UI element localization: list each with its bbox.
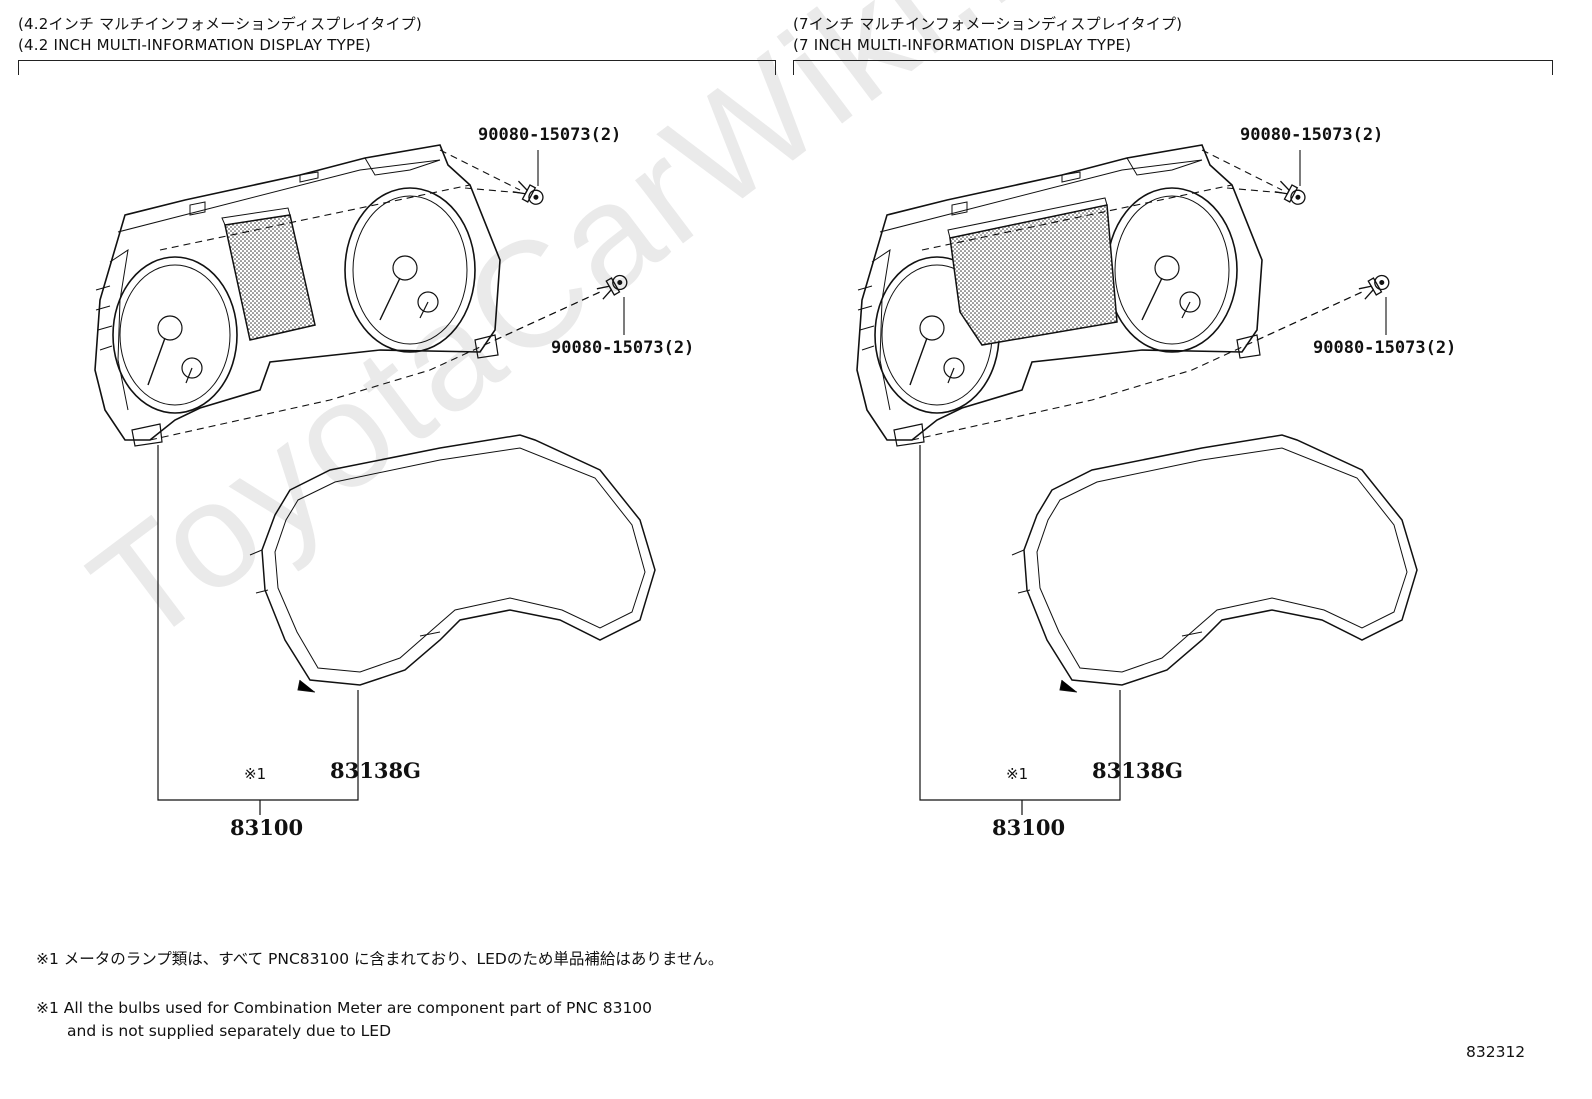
panel-2-lens-part-label: 83138G	[1092, 758, 1183, 783]
panel-2-title-en: (7 INCH MULTI-INFORMATION DISPLAY TYPE)	[793, 36, 1132, 54]
meter-lens-cover-42	[249, 434, 656, 693]
meter-lens-cover-7	[1011, 434, 1418, 693]
panel-2-title-jp: (7インチ マルチインフォメーションディスプレイタイプ)	[793, 15, 1183, 33]
panel-1-bracket	[18, 60, 776, 75]
panel-1-lens-part-label: 83138G	[330, 758, 421, 783]
panel-2-title: (7インチ マルチインフォメーションディスプレイタイプ) (7 INCH MUL…	[793, 14, 1182, 56]
screw-top-7	[1273, 178, 1309, 209]
panel-1-title-jp: (4.2インチ マルチインフォメーションディスプレイタイプ)	[18, 15, 422, 33]
footnote-jp: ※1 メータのランプ類は、すべて PNC83100 に含まれており、LEDのため…	[36, 950, 724, 968]
panel-1-screw-right-label: 90080-15073(2)	[551, 338, 695, 358]
panel-2-bracket	[793, 60, 1553, 75]
screw-right-7	[1357, 271, 1393, 302]
panel-2-screw-top-label: 90080-15073(2)	[1240, 125, 1384, 145]
panel-1-drawing	[94, 144, 656, 815]
panel-1-ref-mark: ※1	[244, 765, 267, 783]
panel-2-screw-right-label: 90080-15073(2)	[1313, 338, 1457, 358]
illustration-id: 832312	[1466, 1043, 1526, 1061]
panel-2-ref-mark: ※1	[1006, 765, 1029, 783]
mid-display-7	[949, 204, 1118, 346]
panel-1-title-en: (4.2 INCH MULTI-INFORMATION DISPLAY TYPE…	[18, 36, 371, 54]
panel-2-drawing	[856, 144, 1418, 815]
screw-right-42	[595, 271, 631, 302]
footnote-en-line1: ※1 All the bulbs used for Combination Me…	[36, 999, 653, 1017]
footnote-en-line2: and is not supplied separately due to LE…	[67, 1022, 392, 1040]
mid-display-42	[224, 214, 316, 341]
panel-1-meter-part-label: 83100	[230, 815, 304, 840]
panel-1-title: (4.2インチ マルチインフォメーションディスプレイタイプ) (4.2 INCH…	[18, 14, 422, 56]
panel-2-meter-part-label: 83100	[992, 815, 1066, 840]
screw-top-42	[511, 178, 547, 209]
panel-1-screw-top-label: 90080-15073(2)	[478, 125, 622, 145]
